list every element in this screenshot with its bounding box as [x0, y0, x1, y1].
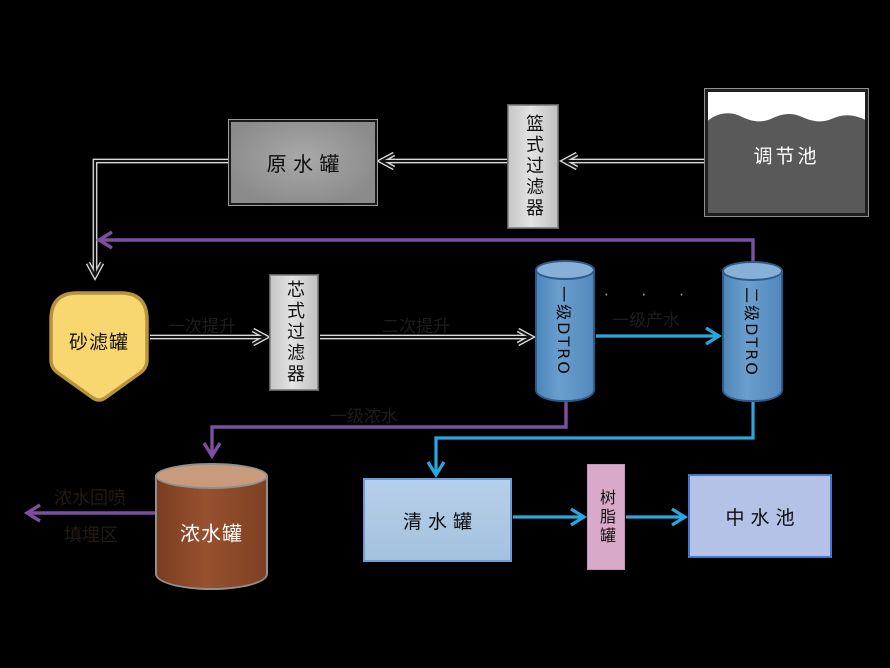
- node-reclaimed-water-pool: 中 水 池: [688, 474, 832, 558]
- raw-water-tank-label: 原 水 罐: [266, 152, 340, 176]
- pipe-resin-to-reclaimed-pool: [626, 507, 689, 527]
- pipe-sand-to-cartridge-stroke: [252, 329, 269, 345]
- regulating-pool-label: 调节池: [753, 145, 820, 168]
- sand-filter-tank-label: 砂滤罐: [68, 331, 130, 354]
- pipe-dtro1-concentrate-to-tank-stroke: [202, 442, 222, 460]
- dtro-stage1-cylinder-body: [535, 270, 595, 402]
- pipe-raw-tank-to-sand-filter-stroke: [93, 159, 229, 276]
- node-raw-water-tank: 原 水 罐: [229, 120, 377, 205]
- pipe-resin-to-reclaimed-pool-stroke: [671, 507, 689, 527]
- pipe-dtro2-to-clean-tank-stroke: [426, 461, 446, 479]
- pipe-basket-to-raw-tank-stroke: [378, 153, 395, 169]
- resin-tank-label: 树脂罐: [597, 488, 616, 546]
- pipe-dtro2-concentrate-return: [95, 230, 755, 262]
- node-sand-filter-tank: 砂滤罐: [45, 284, 153, 405]
- node-basket-filter: 篮式过滤器: [508, 105, 558, 228]
- dtro-stage2-label: 二级DTRO: [741, 286, 761, 377]
- faint-dots-decoration: · · ·: [604, 286, 698, 304]
- node-regulating-pool: 调节池: [705, 89, 868, 216]
- pipe-cartridge-to-dtro1-stroke: [517, 329, 534, 345]
- pipe-dtro2-concentrate-return-stroke: [95, 230, 113, 250]
- pipe-dtro1-concentrate-to-tank-stroke: [210, 401, 568, 456]
- node-dtro-stage2: 二级DTRO: [722, 261, 783, 402]
- pipe-cartridge-to-dtro1: [320, 327, 537, 347]
- pipe-clean-tank-to-resin: [513, 507, 588, 527]
- dtro-stage1-label: 一级DTRO: [554, 286, 573, 376]
- faint-label-lift1: 一次提升: [168, 317, 236, 337]
- pipe-clean-tank-to-resin-stroke: [570, 507, 588, 527]
- faint-label-concentrate-respray: 浓水回喷: [54, 488, 126, 509]
- dtro-stage1-cylinder-top: [535, 260, 595, 280]
- pipe-dtro2-concentrate-return-stroke: [99, 238, 755, 262]
- pipe-concentrate-tank-out: [23, 503, 155, 523]
- pipe-pool-to-basket-filter-stroke: [561, 153, 578, 169]
- faint-label-lift2: 二次提升: [382, 317, 450, 337]
- node-resin-tank: 树脂罐: [587, 464, 625, 570]
- pipe-dtro1-to-dtro2-permeate-stroke: [705, 326, 723, 346]
- concentrate-tank-cylinder-body: [155, 476, 268, 590]
- pipe-sand-to-cartridge: [150, 327, 272, 347]
- pool-water-wave-shape: [708, 113, 865, 213]
- concentrate-tank-cylinder-top: [155, 463, 268, 489]
- faint-label-stage1-permeate: 一级产水: [612, 311, 680, 331]
- basket-filter-label: 篮式过滤器: [523, 114, 544, 219]
- faint-label-landfill-area: 填埋区: [64, 525, 118, 546]
- cartridge-filter-label: 芯式过滤器: [284, 280, 305, 385]
- pipe-basket-to-raw-tank: [375, 151, 508, 171]
- pipe-pool-to-basket-filter: [558, 151, 705, 171]
- sand-filter-shield-shape: [49, 291, 149, 402]
- pipe-dtro1-to-dtro2-permeate: [596, 326, 723, 346]
- node-concentrate-tank: 浓水罐: [155, 463, 268, 590]
- pipe-dtro2-to-clean-tank-stroke: [434, 401, 755, 475]
- pipe-raw-tank-to-sand-filter-stroke: [92, 158, 229, 276]
- pipe-dtro2-to-clean-tank: [426, 401, 755, 479]
- reclaimed-water-pool-label: 中 水 池: [725, 506, 795, 529]
- dtro-stage2-cylinder-body: [722, 271, 783, 402]
- pipe-concentrate-tank-out-stroke: [23, 503, 41, 523]
- pipe-dtro1-concentrate-to-tank: [202, 401, 568, 460]
- dtro-stage2-cylinder-top: [722, 261, 783, 281]
- faint-label-stage1-concentrate: 一级浓水: [330, 407, 398, 427]
- clean-water-tank-label: 清 水 罐: [402, 510, 473, 533]
- pipe-raw-tank-to-sand-filter: [85, 158, 229, 282]
- pipe-raw-tank-to-sand-filter-stroke: [87, 262, 103, 279]
- node-clean-water-tank: 清 水 罐: [363, 478, 512, 562]
- node-dtro-stage1: 一级DTRO: [535, 260, 595, 402]
- node-cartridge-filter: 芯式过滤器: [270, 275, 318, 390]
- concentrate-tank-label: 浓水罐: [180, 521, 243, 546]
